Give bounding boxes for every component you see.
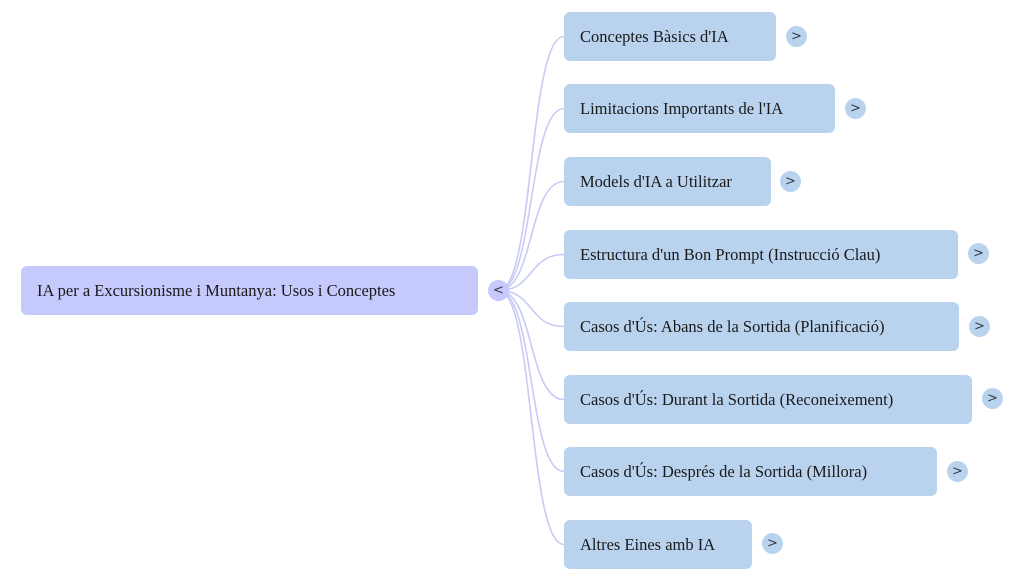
expand-chevron-icon[interactable]: > — [947, 461, 968, 482]
expand-chevron-icon[interactable]: > — [786, 26, 807, 47]
chevron-right-glyph: > — [850, 101, 861, 116]
expand-chevron-icon[interactable]: > — [982, 388, 1003, 409]
expand-chevron-icon[interactable]: > — [968, 243, 989, 264]
child-node-casos-abans[interactable]: Casos d'Ús: Abans de la Sortida (Planifi… — [564, 302, 959, 351]
child-node-estructura-prompt[interactable]: Estructura d'un Bon Prompt (Instrucció C… — [564, 230, 958, 279]
chevron-right-glyph: > — [952, 464, 963, 479]
expand-chevron-icon[interactable]: > — [780, 171, 801, 192]
chevron-right-glyph: > — [974, 319, 985, 334]
child-node-label: Estructura d'un Bon Prompt (Instrucció C… — [580, 244, 881, 264]
child-node-limitacions[interactable]: Limitacions Importants de l'IA — [564, 84, 835, 133]
link-root-to-child-5 — [498, 289, 565, 401]
child-node-models[interactable]: Models d'IA a Utilitzar — [564, 157, 771, 206]
child-node-label: Altres Eines amb IA — [580, 534, 716, 554]
link-root-to-child-4 — [498, 289, 565, 328]
child-node-label: Limitacions Importants de l'IA — [580, 98, 784, 118]
collapse-chevron-icon[interactable]: < — [488, 280, 509, 301]
chevron-right-glyph: > — [785, 174, 796, 189]
child-node-label: Casos d'Ús: Durant la Sortida (Reconeixe… — [580, 389, 894, 409]
child-node-casos-despres[interactable]: Casos d'Ús: Després de la Sortida (Millo… — [564, 447, 937, 496]
child-node-casos-durant[interactable]: Casos d'Ús: Durant la Sortida (Reconeixe… — [564, 375, 972, 424]
child-node-altres-eines[interactable]: Altres Eines amb IA — [564, 520, 752, 569]
link-root-to-child-6 — [498, 289, 565, 473]
child-node-label: Casos d'Ús: Abans de la Sortida (Planifi… — [580, 316, 885, 336]
chevron-right-glyph: > — [767, 536, 778, 551]
chevron-right-glyph: > — [791, 29, 802, 44]
link-root-to-child-2 — [498, 180, 565, 292]
expand-chevron-icon[interactable]: > — [762, 533, 783, 554]
link-root-to-child-0 — [498, 35, 565, 292]
child-node-label: Casos d'Ús: Després de la Sortida (Millo… — [580, 461, 868, 481]
link-root-to-child-7 — [498, 289, 565, 546]
link-root-to-child-1 — [498, 107, 565, 292]
child-node-label: Conceptes Bàsics d'IA — [580, 26, 729, 46]
expand-chevron-icon[interactable]: > — [845, 98, 866, 119]
child-node-conceptes-basics[interactable]: Conceptes Bàsics d'IA — [564, 12, 776, 61]
chevron-right-glyph: > — [987, 391, 998, 406]
child-node-label: Models d'IA a Utilitzar — [580, 171, 732, 191]
root-node-label: IA per a Excursionisme i Muntanya: Usos … — [37, 280, 396, 300]
root-node[interactable]: IA per a Excursionisme i Muntanya: Usos … — [21, 266, 478, 315]
chevron-left-glyph: < — [493, 283, 504, 298]
expand-chevron-icon[interactable]: > — [969, 316, 990, 337]
link-root-to-child-3 — [498, 253, 565, 292]
chevron-right-glyph: > — [973, 246, 984, 261]
